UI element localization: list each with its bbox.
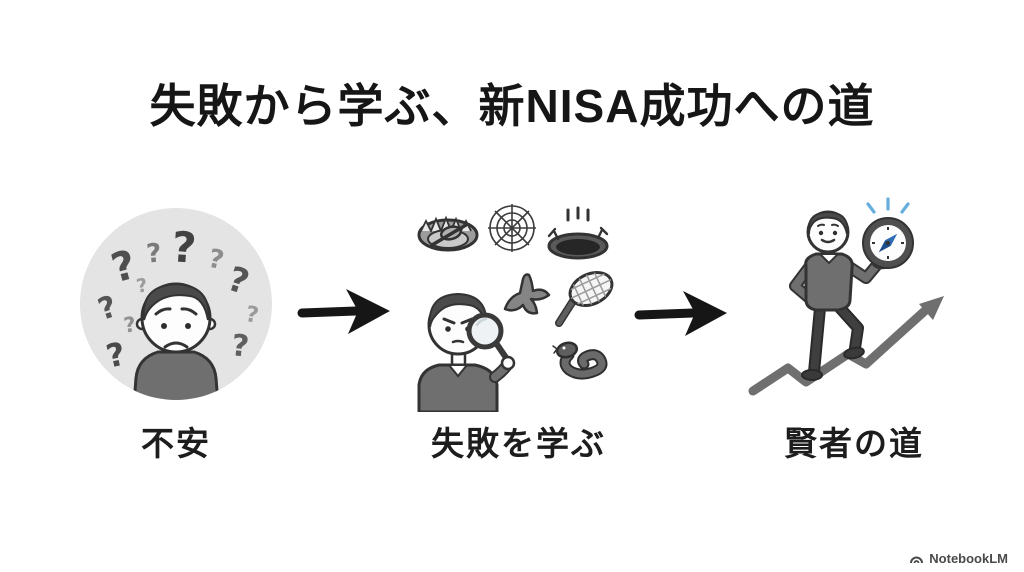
svg-text:?: ? <box>230 328 251 365</box>
notebooklm-logo-icon <box>910 556 924 564</box>
wise-path-illustration <box>748 197 944 396</box>
pitfall-hole-icon <box>547 206 609 260</box>
stage-label-learn-failures: 失敗を学ぶ <box>431 425 606 462</box>
sweater <box>804 252 854 312</box>
sad-mouth <box>163 341 189 349</box>
svg-text:?: ? <box>122 312 137 337</box>
svg-text:?: ? <box>244 302 261 329</box>
svg-text:?: ? <box>135 274 150 298</box>
hair <box>807 210 849 235</box>
spider-web-icon <box>488 204 536 252</box>
watermark: NotebookLM <box>909 551 1008 566</box>
svg-text:?: ? <box>145 238 163 269</box>
stage-label-wise-path: 賢者の道 <box>784 425 924 462</box>
anxious-person-illustration: ? ? ? ? ? ? ? ? ? ? ? <box>80 208 272 400</box>
stage-label-anxiety: 不安 <box>141 425 211 462</box>
magnifier-icon <box>466 312 512 365</box>
bear-trap-icon <box>417 215 479 252</box>
svg-text:?: ? <box>205 244 226 276</box>
rising-chart-arrow-icon <box>748 296 944 396</box>
hair <box>428 292 488 328</box>
shirt <box>132 350 220 400</box>
smile-mouth <box>820 238 836 244</box>
hair <box>142 282 210 321</box>
examining-person <box>417 292 516 412</box>
flow-arrow-icon <box>297 289 390 334</box>
sweater <box>417 363 499 412</box>
anxious-person <box>132 282 220 400</box>
hand <box>500 355 516 371</box>
banana-peel-icon <box>503 273 551 315</box>
learn-failures-illustration <box>417 204 615 412</box>
sparkle-icon <box>866 197 910 214</box>
butterfly-net-icon <box>555 269 615 327</box>
flow-arrow-icon <box>634 291 727 336</box>
snake-icon <box>552 341 608 380</box>
page-title: 失敗から学ぶ、新NISA成功への道 <box>149 80 875 132</box>
watermark-brand: NotebookLM <box>929 551 1008 566</box>
compass-icon <box>862 197 914 269</box>
svg-text:?: ? <box>170 222 198 273</box>
